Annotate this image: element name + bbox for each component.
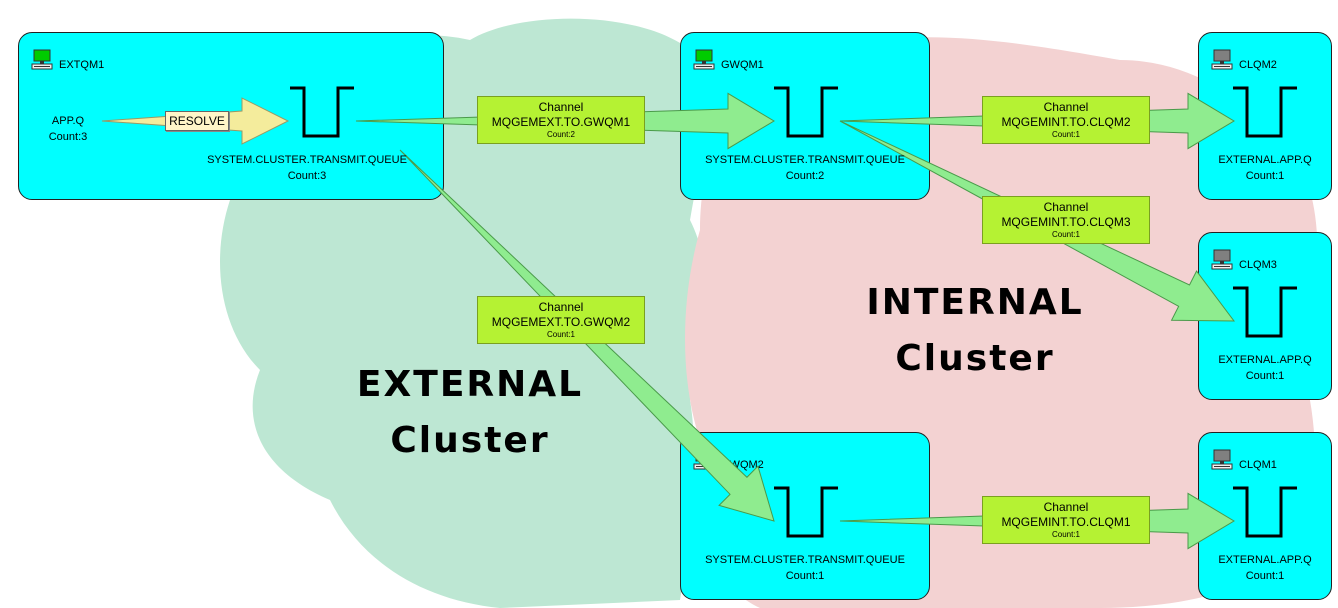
computer-icon-gray xyxy=(1211,249,1233,271)
computer-icon-green xyxy=(693,449,715,471)
qm-name: GWQM1 xyxy=(721,59,764,71)
external-cluster-title: EXTERNAL Cluster xyxy=(356,364,584,461)
computer-icon-green xyxy=(31,49,53,71)
qm-name: CLQM1 xyxy=(1239,459,1277,471)
computer-icon-green xyxy=(693,49,715,71)
qm-name: CLQM3 xyxy=(1239,259,1277,271)
qm-name: CLQM2 xyxy=(1239,59,1277,71)
computer-icon-gray xyxy=(1211,449,1233,471)
resolve-label: RESOLVE xyxy=(165,111,229,131)
computer-icon-gray xyxy=(1211,49,1233,71)
qm-name: EXTQM1 xyxy=(59,59,105,71)
qm-name: GWQM2 xyxy=(721,459,764,471)
internal-cluster-title: INTERNAL Cluster xyxy=(866,282,1084,379)
